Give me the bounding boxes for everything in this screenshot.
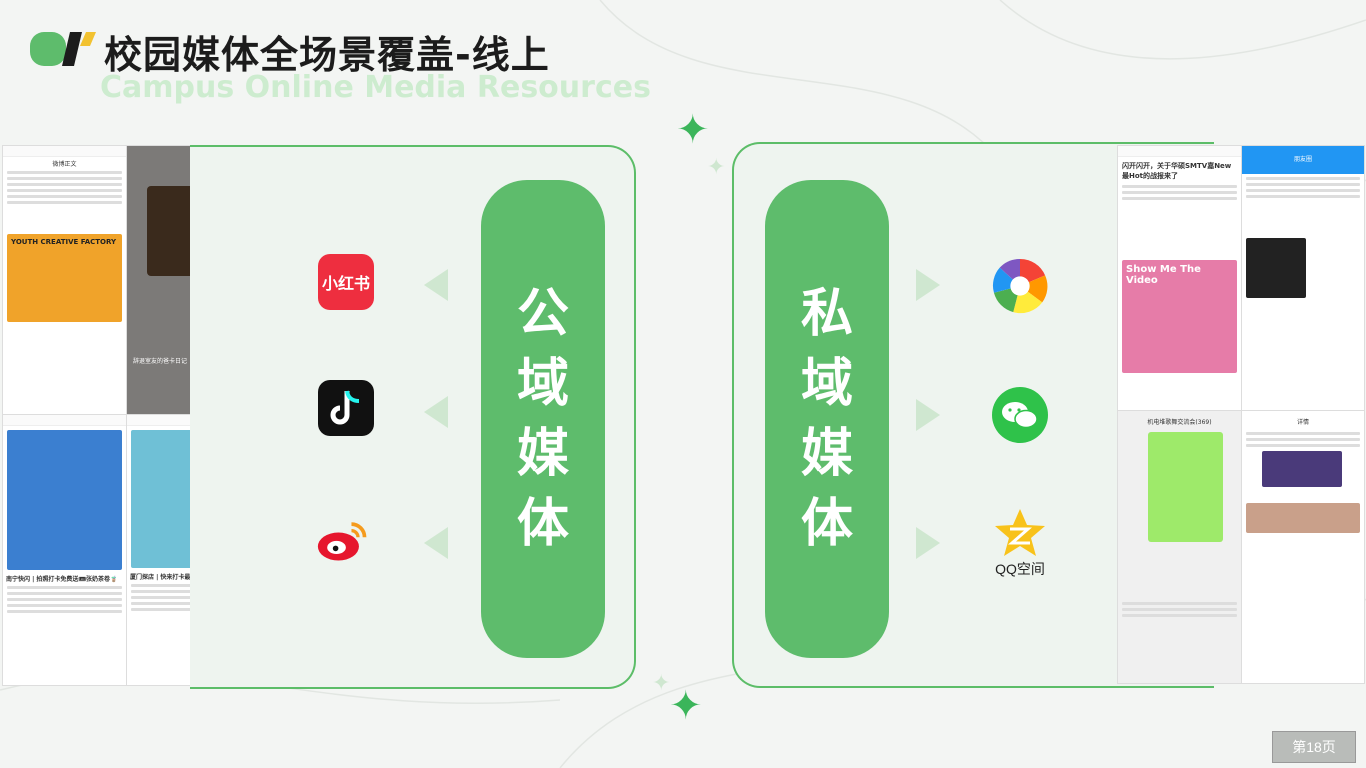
douyin-icon <box>318 380 374 436</box>
sparkle-icon: ✦ <box>669 683 703 729</box>
xhs-note-title-1: 南宁快闪 | 拍照打卡免费送🎟张奶茶卷🧋 <box>6 576 118 583</box>
article-title: 闪开闪开，关于华硕SMTV嘉New 最Hot的战报来了 <box>1122 162 1232 180</box>
arrow-right-icon <box>916 269 940 301</box>
arrow-left-icon <box>424 396 448 428</box>
label-char: 域 <box>800 354 853 414</box>
weibo-post-screenshot: 微博正文 YOUTH CREATIVE FACTORY <box>2 145 127 415</box>
moments-icon <box>992 258 1048 314</box>
logo-icon <box>30 32 96 66</box>
label-char: 媒 <box>516 424 569 484</box>
label-char: 体 <box>516 494 569 554</box>
label-char: 域 <box>516 354 569 414</box>
group-chat-title: 机电堆歌舞交流会(369) <box>1147 419 1212 426</box>
page-subtitle: Campus Online Media Resources <box>100 70 651 105</box>
qzone-feed-screenshot: 详情 <box>1241 410 1365 684</box>
arrow-left-icon <box>424 527 448 559</box>
xhs-note-title-2: 厦门探店 | 快来打卡最潮的X-STREET‼️ <box>130 574 242 581</box>
weibo-post-image: YOUTH CREATIVE FACTORY <box>7 234 122 322</box>
sparkle-icon: ✦ <box>652 671 671 696</box>
weibo-icon <box>316 512 372 568</box>
article-screenshot: 闪开闪开，关于华硕SMTV嘉New 最Hot的战报来了 Show Me The … <box>1117 145 1242 412</box>
arrow-right-icon <box>916 399 940 431</box>
article-poster: Show Me The Video <box>1122 260 1237 373</box>
label-char: 公 <box>516 284 569 344</box>
label-char: 体 <box>800 494 853 554</box>
xiaohongshu-label: 小红书 <box>321 274 370 293</box>
arrow-left-icon <box>424 269 448 301</box>
public-domain-label: 公 域 媒 体 <box>481 180 605 658</box>
private-domain-label: 私 域 媒 体 <box>765 180 889 658</box>
label-char: 私 <box>800 284 853 344</box>
qzone-feed-title: 详情 <box>1296 419 1309 426</box>
sparkle-icon: ✦ <box>676 107 710 153</box>
xhs-video-caption: 辞退室友的爸卡日记 <box>133 358 188 365</box>
page-number-badge: 第18页 <box>1272 731 1356 763</box>
sparkle-icon: ✦ <box>707 155 726 180</box>
qzone-icon: QQ空间 <box>988 505 1052 581</box>
qzone-label: QQ空间 <box>995 561 1045 577</box>
arrow-right-icon <box>916 527 940 559</box>
moments-title: 朋友圈 <box>1242 146 1364 174</box>
wechat-icon <box>992 387 1048 443</box>
label-char: 媒 <box>800 424 853 484</box>
page-title: 校园媒体全场景覆盖-线上 <box>104 33 550 77</box>
weibo-post-header: 微博正文 <box>52 161 77 168</box>
moments-screenshot: 朋友圈 <box>1241 145 1365 412</box>
xiaohongshu-icon: 小红书 <box>318 254 374 310</box>
group-chat-screenshot: 机电堆歌舞交流会(369) <box>1117 410 1242 684</box>
xhs-note-screenshot-1: 南宁快闪 | 拍照打卡免费送🎟张奶茶卷🧋 <box>2 414 127 686</box>
